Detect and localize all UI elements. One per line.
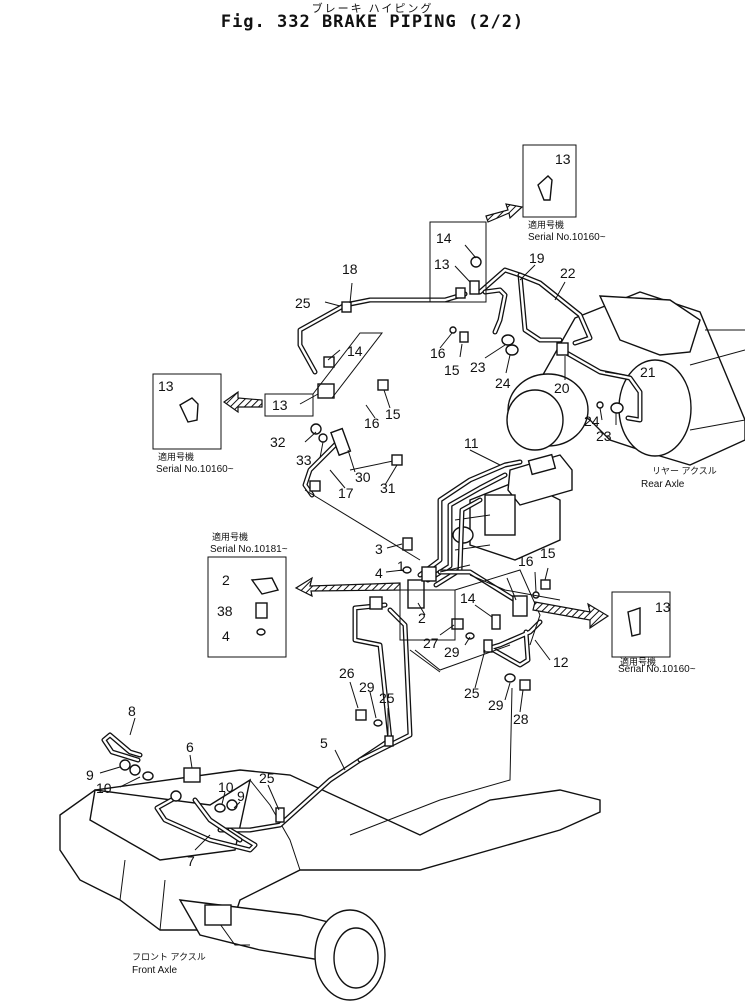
part-label: 2 xyxy=(418,610,426,626)
inset-captions: 適用号機 Serial No.10160~ 適用号機 Serial No.101… xyxy=(156,219,696,675)
part-label: 30 xyxy=(355,469,371,485)
part-label: 13 xyxy=(272,397,288,413)
part-label: 20 xyxy=(554,380,570,396)
rear-axle-label-jp: リヤー アクスル xyxy=(652,466,717,476)
inset-part-label: 38 xyxy=(217,603,233,619)
reference-arrows xyxy=(222,203,610,630)
part-label: 29 xyxy=(488,697,504,713)
inset-boxes xyxy=(152,144,671,658)
part-label: 5 xyxy=(320,735,328,751)
inset-box-13-right xyxy=(611,591,671,658)
front-axle-drawing xyxy=(59,769,601,1001)
rear-axle-label: Rear Axle xyxy=(641,479,685,490)
inset-part-labels: 13 13 2 38 4 xyxy=(158,378,671,644)
part-label: 16 xyxy=(518,553,534,569)
part-label: 26 xyxy=(339,665,355,681)
part-label: 28 xyxy=(513,711,529,727)
inset-serial: Serial No.10160~ xyxy=(156,464,234,475)
part-label: 7 xyxy=(187,853,195,869)
inset-caption-jp: 適用号機 xyxy=(528,219,564,230)
part-label: 29 xyxy=(444,644,460,660)
figure-title: Fig. 332 BRAKE PIPING (2/2) xyxy=(220,12,525,32)
part-label: 22 xyxy=(560,265,576,281)
part-label: 11 xyxy=(464,435,479,451)
part-label: 29 xyxy=(359,679,375,695)
part-label: 23 xyxy=(596,428,612,444)
part-label: 25 xyxy=(295,295,311,311)
part-label: 16 xyxy=(430,345,446,361)
fittings xyxy=(119,256,624,823)
part-label: 14 xyxy=(460,590,476,606)
part-label: 16 xyxy=(364,415,380,431)
inset-part-label: 4 xyxy=(222,628,230,644)
inset-box-13-top xyxy=(522,144,577,218)
part-label: 19 xyxy=(529,250,545,266)
part-label: 3 xyxy=(375,541,383,557)
part-label: 21 xyxy=(640,364,656,380)
part-label: 13 xyxy=(434,256,450,272)
part-label: 24 xyxy=(495,375,511,391)
part-label: 24 xyxy=(584,413,600,429)
axle-labels: リヤー アクスル Rear Axle フロント アクスル Front Axle xyxy=(132,466,717,976)
part-label: 33 xyxy=(296,452,312,468)
part-label: 27 xyxy=(423,635,439,651)
inset-serial: Serial No.10160~ xyxy=(528,232,606,243)
part-label: 6 xyxy=(186,739,194,755)
title-japanese: ブレーキ ハイピング xyxy=(311,3,434,15)
part-label: 18 xyxy=(342,261,358,277)
part-label: 8 xyxy=(128,703,136,719)
inset-caption-jp: 適用号機 xyxy=(212,531,248,542)
part-label: 9 xyxy=(86,767,94,783)
part-label: 10 xyxy=(96,780,112,796)
arrow-left-mid xyxy=(222,390,263,414)
part-label: 4 xyxy=(375,565,383,581)
part-label: 10 xyxy=(218,779,234,795)
part-label: 9 xyxy=(237,788,245,804)
inset-serial: Serial No.10160~ xyxy=(618,664,696,675)
inset-box-2-38-4 xyxy=(207,556,287,658)
arrow-left-lower xyxy=(294,576,401,598)
inset-box-13-left xyxy=(152,373,222,450)
part-label: 15 xyxy=(385,406,401,422)
part-label: 32 xyxy=(270,434,286,450)
inset-serial: Serial No.10181~ xyxy=(210,544,288,555)
part-label: 14 xyxy=(347,343,363,359)
part-label: 25 xyxy=(259,770,275,786)
part-label: 31 xyxy=(380,480,396,496)
inset-part-label: 13 xyxy=(158,378,174,394)
part-label: 15 xyxy=(540,545,556,561)
part-label: 25 xyxy=(464,685,480,701)
inset-caption-jp: 適用号機 xyxy=(158,451,194,462)
part-label: 25 xyxy=(379,690,395,706)
part-label: 13 xyxy=(555,151,571,167)
brake-valve-drawing xyxy=(452,453,573,561)
inset-part-label: 2 xyxy=(222,572,230,588)
part-label: 14 xyxy=(436,230,452,246)
part-number-labels: 1 2 3 4 5 6 7 8 9 9 10 10 11 12 13 13 13… xyxy=(86,151,656,869)
brake-pipes xyxy=(101,267,643,853)
inset-part-label: 13 xyxy=(655,599,671,615)
part-label: 17 xyxy=(338,485,354,501)
front-axle-label: Front Axle xyxy=(132,965,177,976)
arrow-right-lower xyxy=(532,601,610,630)
part-label: 12 xyxy=(553,654,569,670)
leader-lines xyxy=(99,244,626,851)
part-label: 23 xyxy=(470,359,486,375)
front-axle-label-jp: フロント アクスル xyxy=(132,952,206,962)
part-label: 1 xyxy=(397,558,405,574)
inset-caption-jp: 適用号機 xyxy=(620,656,656,667)
part-label: 15 xyxy=(444,362,460,378)
arrow-right-top xyxy=(485,203,524,223)
